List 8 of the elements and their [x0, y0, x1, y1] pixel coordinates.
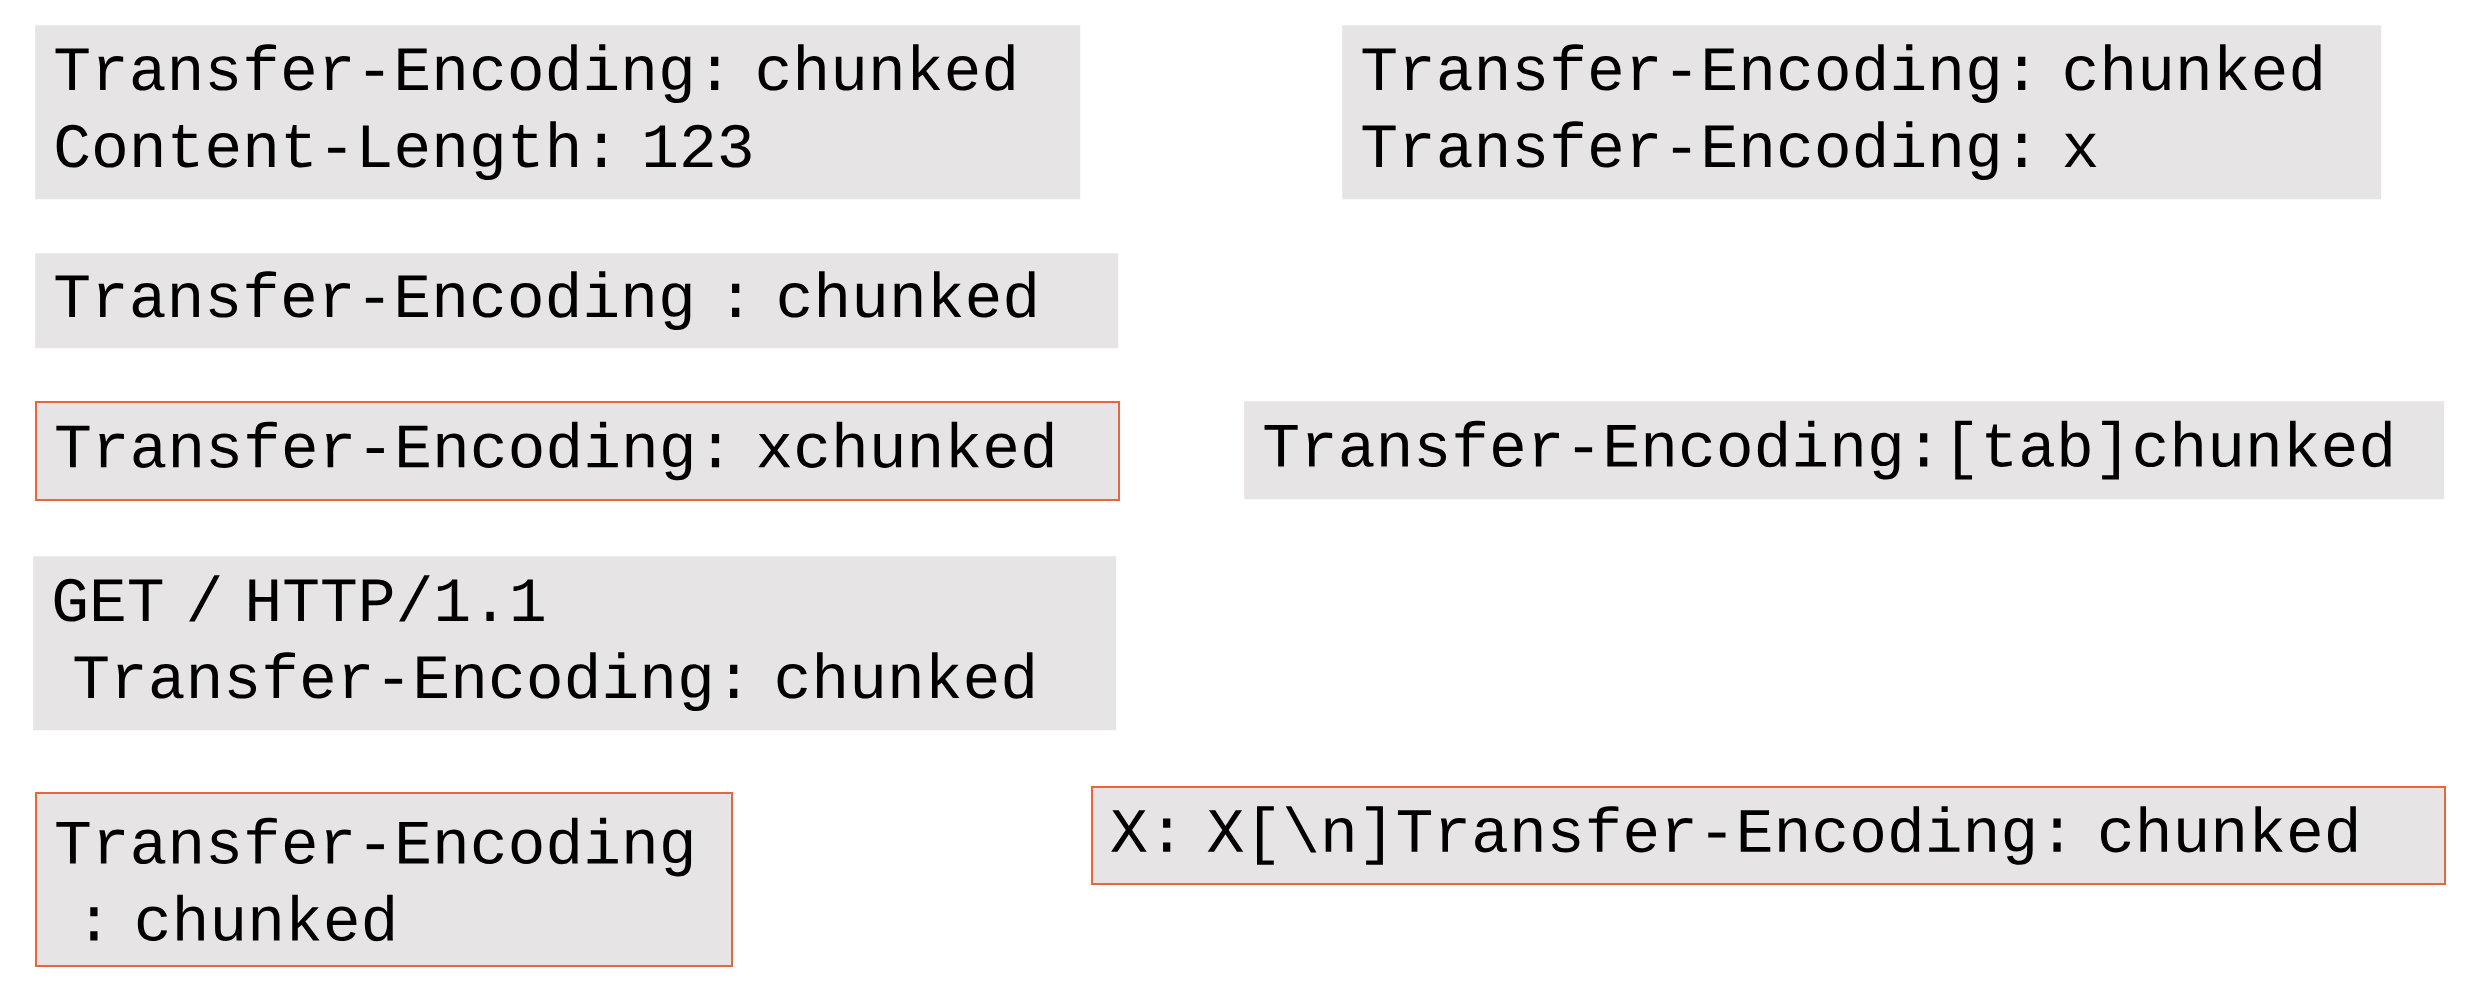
code-box: Transfer-Encoding:[tab]chunked — [1244, 401, 2445, 500]
code-box: Transfer-Encoding : chunked — [35, 253, 1119, 349]
code-box: Transfer-Encoding: chunked Content-Length: 123 — [35, 25, 1081, 200]
code-box: GET / HTTP/1.1 Transfer-Encoding: chunked — [33, 556, 1117, 731]
code-box: Transfer-Encoding: chunked Transfer-Encoding: x — [1342, 25, 2382, 200]
highlighted-code-box: X: X[\n]Transfer-Encoding: chunked — [1091, 786, 2446, 885]
highlighted-code-box: Transfer-Encoding : chunked — [35, 792, 733, 967]
highlighted-code-box: Transfer-Encoding: xchunked — [35, 401, 1120, 501]
